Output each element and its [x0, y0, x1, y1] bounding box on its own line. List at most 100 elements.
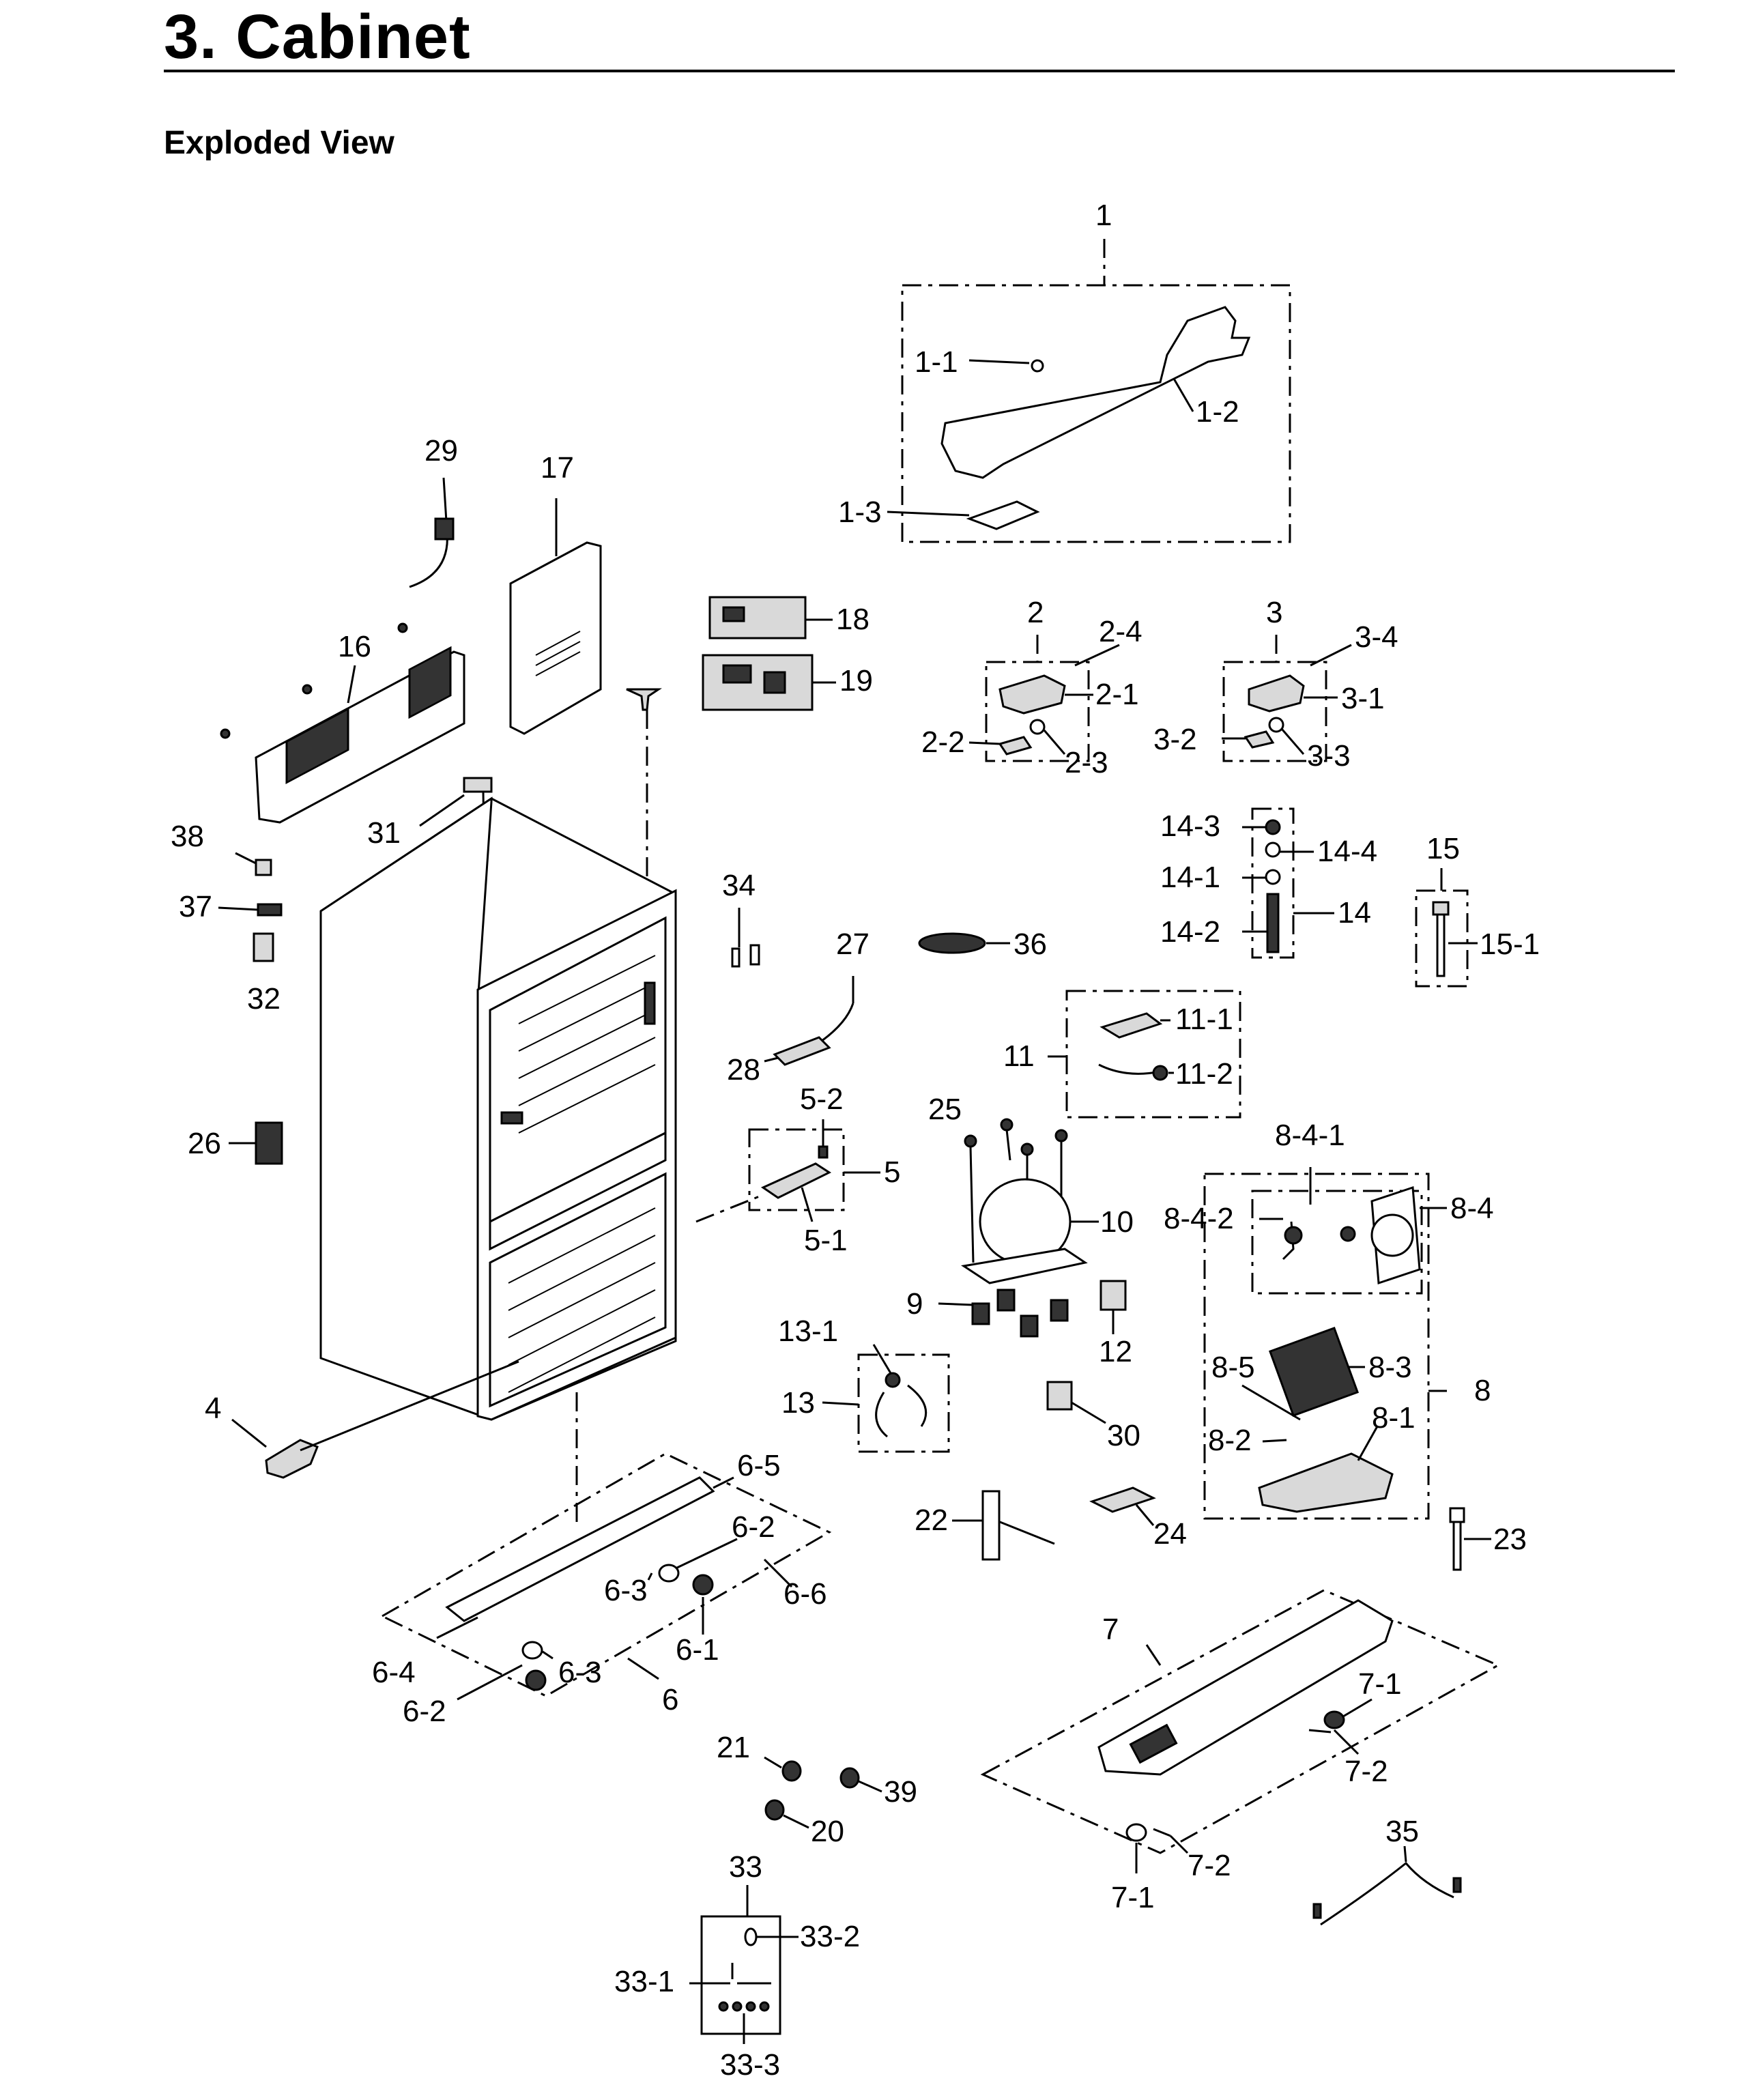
part-8-3-condenser [1268, 1326, 1360, 1418]
group-33-bag [700, 1915, 781, 2035]
part-5-1 [760, 1162, 832, 1199]
callout-2-3: 2-3 [1065, 746, 1108, 779]
callout-7-1b: 7-1 [1111, 1881, 1155, 1914]
callout-7-1a: 7-1 [1358, 1667, 1402, 1701]
callout-11: 11 [1003, 1039, 1035, 1073]
part-24 [1089, 1486, 1156, 1526]
callout-7-2b: 7-2 [1188, 1849, 1231, 1882]
part-group-14 [1242, 807, 1334, 959]
callout-5: 5 [884, 1155, 900, 1189]
callout-8-1: 8-1 [1372, 1401, 1415, 1435]
callout-8-2: 8-2 [1208, 1424, 1252, 1457]
callout-39: 39 [884, 1775, 917, 1809]
callout-8-4-2: 8-4-2 [1164, 1202, 1234, 1235]
part-group-33 [689, 1885, 799, 2044]
callout-26: 26 [188, 1127, 221, 1160]
callout-19: 19 [839, 664, 873, 697]
callout-6-2b: 6-2 [403, 1695, 446, 1728]
part-11-1 [1100, 1012, 1163, 1039]
part-6-2-roller [525, 1669, 547, 1691]
callout-3-1: 3-1 [1341, 682, 1385, 715]
part-group-11 [1048, 990, 1241, 1119]
callout-13: 13 [781, 1386, 815, 1420]
part-35-wire [1312, 1845, 1462, 1926]
group-6-box [379, 1452, 832, 1697]
callout-11-2: 11-2 [1175, 1057, 1233, 1091]
part-31 [419, 777, 493, 827]
part-6-3a [658, 1564, 680, 1583]
part-29-power-cord [409, 477, 455, 588]
callout-33-2: 33-2 [800, 1920, 860, 1953]
callout-14: 14 [1338, 896, 1371, 930]
callout-22: 22 [915, 1504, 948, 1537]
callout-18: 18 [836, 603, 870, 636]
callout-1-2: 1-2 [1196, 395, 1239, 429]
group-3-box [1222, 661, 1327, 762]
callout-28: 28 [727, 1053, 760, 1087]
callout-8-3: 8-3 [1368, 1351, 1412, 1384]
part-37 [218, 903, 283, 917]
callout-1: 1 [1095, 199, 1112, 232]
title-rule [164, 70, 1675, 72]
callout-2-4: 2-4 [1099, 615, 1142, 648]
part-11-2-wire [1098, 1063, 1161, 1075]
callout-14-2: 14-2 [1160, 915, 1220, 949]
callout-36: 36 [1014, 927, 1047, 961]
part-7-base-plate [1097, 1599, 1394, 1776]
callout-7-2a: 7-2 [1345, 1755, 1388, 1788]
part-23 [1449, 1507, 1491, 1571]
part-group-8 [1203, 1167, 1447, 1520]
part-group-3 [1222, 635, 1352, 762]
callout-2-1: 2-1 [1095, 678, 1139, 711]
callout-38: 38 [171, 820, 204, 853]
part-8-1-base [1258, 1452, 1394, 1513]
part-10-compressor [960, 1118, 1099, 1284]
page-subtitle: Exploded View [164, 125, 394, 161]
part-12 [1100, 1280, 1127, 1334]
part-20 [764, 1799, 809, 1829]
group-5-box [748, 1128, 845, 1211]
part-group-2 [968, 635, 1120, 762]
part-27-wire [818, 976, 854, 1044]
part-7-1a [1323, 1710, 1345, 1729]
callout-29: 29 [425, 434, 458, 468]
callout-23: 23 [1493, 1523, 1527, 1556]
part-14-2 [1266, 893, 1280, 953]
callout-14-3: 14-3 [1160, 809, 1220, 843]
callout-33-3: 33-3 [720, 2048, 780, 2082]
callout-3: 3 [1266, 596, 1282, 629]
part-group-13 [822, 1344, 950, 1453]
group-11-box [1065, 990, 1241, 1119]
callout-31: 31 [367, 816, 401, 850]
callout-8-4-1: 8-4-1 [1275, 1119, 1345, 1152]
part-14-3 [1265, 819, 1281, 835]
part-13-wire [875, 1384, 928, 1438]
part-38 [235, 852, 272, 876]
callout-30: 30 [1107, 1419, 1140, 1452]
part-21 [764, 1756, 802, 1782]
part-group-7 [980, 1589, 1501, 1873]
part-33-2 [744, 1927, 758, 1946]
part-3-1-hinge [1248, 674, 1305, 713]
part-3-3-bushing [1268, 717, 1284, 733]
part-39 [839, 1767, 882, 1793]
part-6-5-rail [445, 1476, 715, 1622]
part-14-4 [1265, 842, 1281, 858]
part-group-1 [887, 239, 1291, 543]
part-5-2 [818, 1145, 829, 1159]
callout-24: 24 [1153, 1517, 1187, 1551]
group-7-box [980, 1589, 1501, 1854]
callout-10: 10 [1100, 1205, 1134, 1239]
part-3-2-bracket [1244, 730, 1275, 749]
part-group-6 [379, 1392, 832, 1701]
callout-37: 37 [179, 890, 212, 923]
callout-6-5: 6-5 [737, 1449, 781, 1482]
callout-21: 21 [717, 1731, 750, 1764]
callout-35: 35 [1385, 1815, 1419, 1848]
callout-7: 7 [1102, 1613, 1119, 1646]
callout-20: 20 [811, 1815, 844, 1848]
part-1-2-hinge-bar [940, 306, 1251, 479]
group-1-box [901, 284, 1291, 543]
